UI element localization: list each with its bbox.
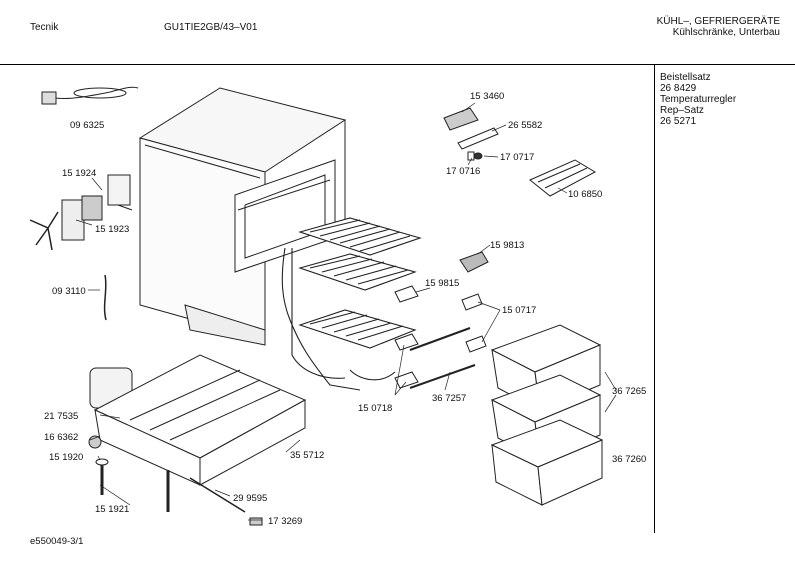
base-tray bbox=[88, 354, 307, 526]
part-label-151920: 15 1920 bbox=[49, 452, 83, 463]
part-label-150718: 15 0718 bbox=[358, 403, 392, 414]
evaporator-coils bbox=[281, 217, 422, 391]
part-label-170716: 17 0716 bbox=[446, 166, 480, 177]
freezer-drawers bbox=[490, 324, 604, 506]
brand-label: Tecnik bbox=[30, 22, 59, 33]
part-label-153460: 15 3460 bbox=[470, 91, 504, 102]
part-label-151924: 15 1924 bbox=[62, 168, 96, 179]
category-line-1: KÜHL–, GEFRIERGERÄTE bbox=[656, 16, 780, 27]
drawer-rails bbox=[409, 327, 476, 389]
sidebar-divider bbox=[654, 65, 655, 533]
category-line-2: Kühlschränke, Unterbau bbox=[672, 27, 780, 38]
accessory-line: Temperaturregler bbox=[660, 94, 737, 105]
part-label-355712: 35 5712 bbox=[290, 450, 324, 461]
part-label-367257: 36 7257 bbox=[432, 393, 466, 404]
part-label-367265: 36 7265 bbox=[612, 386, 646, 397]
part-label-170717: 17 0717 bbox=[500, 152, 534, 163]
leader-lines bbox=[75, 102, 617, 521]
part-label-299595: 29 9595 bbox=[233, 493, 267, 504]
part-label-367260: 36 7260 bbox=[612, 454, 646, 465]
part-label-217535: 21 7535 bbox=[44, 411, 78, 422]
accessory-line: 26 8429 bbox=[660, 83, 697, 94]
part-label-151923: 15 1923 bbox=[95, 224, 129, 235]
shelf-clips bbox=[394, 251, 489, 389]
header-divider bbox=[0, 64, 795, 65]
thermostat-sensor bbox=[103, 274, 107, 321]
part-label-093110: 09 3110 bbox=[52, 286, 86, 297]
power-cord bbox=[41, 86, 139, 105]
accessory-line: Rep–Satz bbox=[660, 105, 704, 116]
cabinet-body bbox=[138, 87, 347, 346]
category-title: KÜHL–, GEFRIERGERÄTE Kühlschränke, Unter… bbox=[657, 16, 780, 38]
accessory-line: 26 5271 bbox=[660, 116, 697, 127]
control-knob-parts bbox=[443, 107, 597, 197]
part-label-096325: 09 6325 bbox=[70, 120, 104, 131]
diagram-code: e550049-3/1 bbox=[30, 536, 84, 547]
accessory-line: Beistellsatz bbox=[660, 72, 711, 83]
part-label-106850: 10 6850 bbox=[568, 189, 602, 200]
accessory-list: Beistellsatz 26 8429 Temperaturregler Re… bbox=[660, 72, 736, 127]
part-label-159813: 15 9813 bbox=[490, 240, 524, 251]
part-label-166362: 16 6362 bbox=[44, 432, 78, 443]
fan-assembly bbox=[29, 174, 133, 251]
part-label-150717: 15 0717 bbox=[502, 305, 536, 316]
model-number: GU1TIE2GB/43–V01 bbox=[164, 22, 258, 33]
part-label-151921: 15 1921 bbox=[95, 504, 129, 515]
part-label-265582: 26 5582 bbox=[508, 120, 542, 131]
part-label-173269: 17 3269 bbox=[268, 516, 302, 527]
part-label-159815: 15 9815 bbox=[425, 278, 459, 289]
